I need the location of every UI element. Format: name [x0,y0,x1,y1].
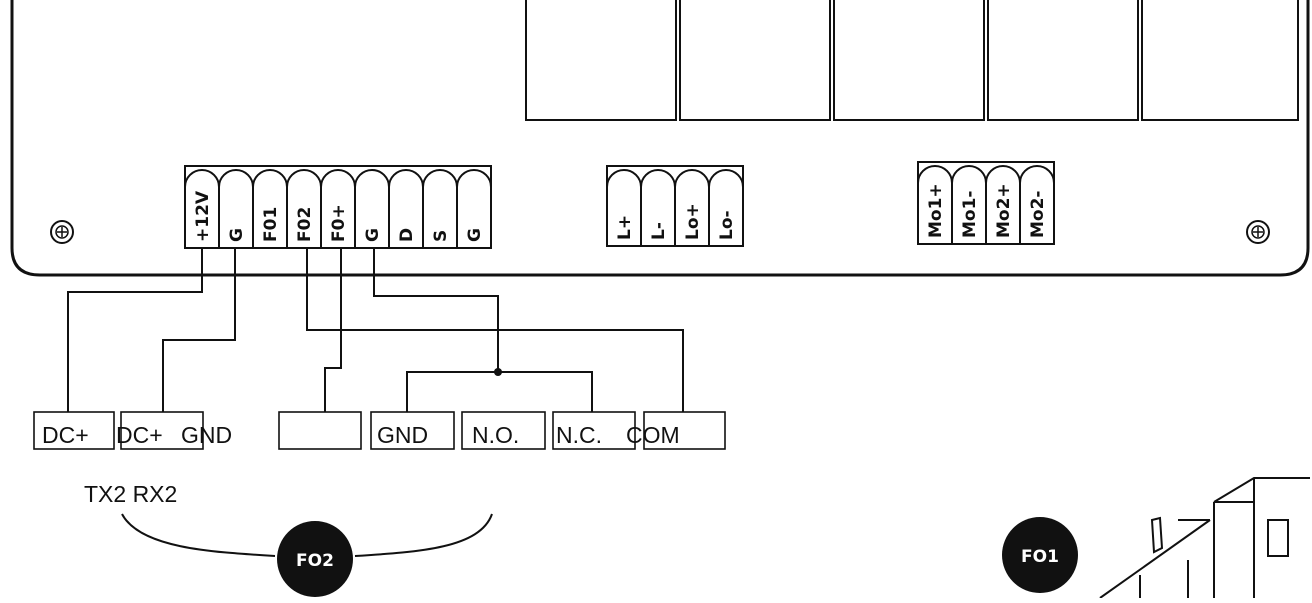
wire-f0plus [324,248,342,412]
tx2-label-dcplus-2: DC+ [116,422,163,448]
relay-box [679,0,831,121]
fo1-badge-icon [1002,517,1078,593]
terminal-main-pin-2 [252,169,288,248]
terminal-main-pin-5 [354,169,390,248]
terminal-main-pin-label-2: F01 [261,207,281,242]
relay-box [833,0,985,121]
terminal-lamp-pin-label-3: Lo- [717,210,737,240]
fo2-badge-icon [277,521,353,597]
terminal-lamp-pin-3 [708,169,744,246]
terminal-block-motor: Mo1+ Mo1- Mo2+ Mo2- [917,161,1055,245]
photocell-post-icon [1099,477,1310,599]
terminal-motor-pin-1 [951,165,987,244]
terminal-main-pin-7 [422,169,458,248]
terminal-main-pin-8 [456,169,492,248]
terminal-main-pin-label-4: F0+ [329,204,349,242]
terminal-motor-pin-label-1: Mo1- [960,191,980,238]
terminal-main-pin-label-5: G [363,228,383,242]
wire-g2 [373,248,499,372]
terminal-main-pin-0 [184,169,220,248]
mounting-screw-left-icon [50,220,74,244]
terminal-main-pin-4 [320,169,356,248]
fo1-badge-label: FO1 [1021,547,1059,567]
terminal-main-pin-label-3: F02 [295,207,315,242]
device-label: TX2 RX2 [84,481,177,507]
terminal-main-pin-label-7: S [431,230,451,242]
wire-f02 [306,248,684,412]
wire-g [162,248,236,412]
relay-box [987,0,1139,121]
rx2-label-nc: N.C. [556,422,602,448]
wiring [67,248,684,412]
wire-split [406,371,593,412]
terminal-motor-pin-label-0: Mo1+ [926,183,946,238]
terminal-main-pin-6 [388,169,424,248]
terminal-motor-pin-3 [1019,165,1055,244]
tx2-label-dcplus: DC+ [42,422,89,448]
terminal-motor-pin-label-3: Mo2- [1028,191,1048,238]
wire-junction [494,368,502,376]
relay-box [1141,0,1299,121]
terminal-main-pin-label-8: G [465,228,485,242]
rx2-label-com: COM [626,422,680,448]
relay-box [525,0,677,121]
fo2-bracket [121,513,493,557]
terminal-motor-pin-label-2: Mo2+ [994,183,1014,238]
tx2-connector [33,411,204,450]
terminal-lamp-pin-label-0: L+ [615,215,635,240]
tx2-label-gnd: GND [181,422,232,448]
terminal-main-pin-3 [286,169,322,248]
terminal-main-pin-label-0: +12V [193,190,213,242]
terminal-main-pin-1 [218,169,254,248]
wire-12v [67,248,203,412]
terminal-block-lamp: L+ L- Lo+ Lo- [606,165,744,247]
mounting-screw-right-icon [1246,220,1270,244]
rx2-label-gnd: GND [377,422,428,448]
terminal-motor-pin-2 [985,165,1021,244]
fo2-badge-label: FO2 [296,551,334,571]
terminal-lamp-pin-label-1: L- [649,222,669,240]
terminal-main-pin-label-6: D [397,228,417,242]
relay-boxes [525,0,1299,121]
terminal-main-pin-label-1: G [227,228,247,242]
control-board-outline [10,0,1310,277]
rx2-label-no: N.O. [472,422,519,448]
terminal-lamp-pin-0 [606,169,642,246]
rx2-connector [278,411,726,450]
terminal-lamp-pin-label-2: Lo+ [683,203,703,240]
terminal-lamp-pin-2 [674,169,710,246]
terminal-motor-pin-0 [917,165,953,244]
terminal-lamp-pin-1 [640,169,676,246]
